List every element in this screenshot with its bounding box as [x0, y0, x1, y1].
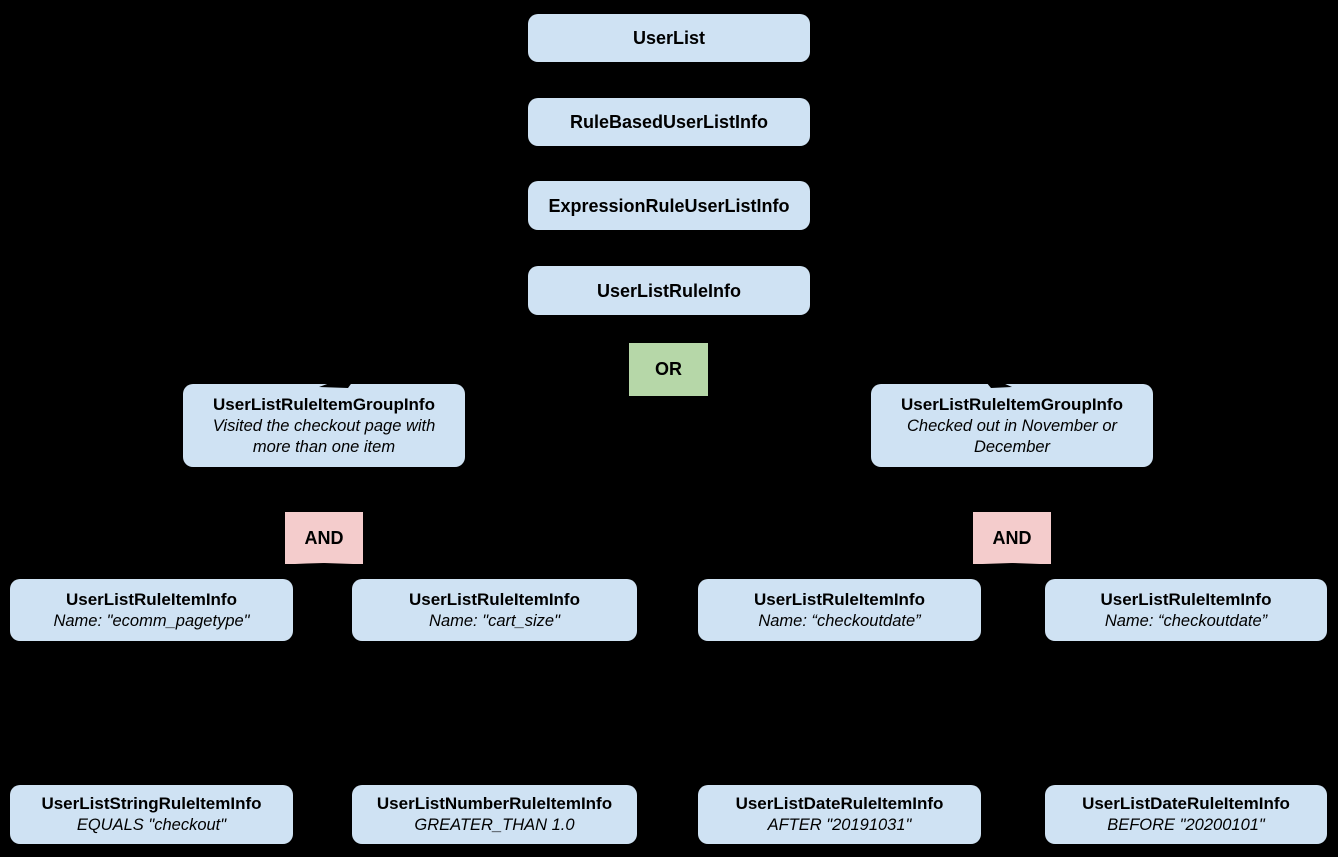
- node-ruleitemgroup-left-desc: Visited the checkout page with more than…: [212, 416, 436, 456]
- node-dateruleitem-before-desc: BEFORE "20200101": [1107, 816, 1265, 834]
- node-ruleitemgroup-left: UserListRuleItemGroupInfo Visited the ch…: [183, 384, 465, 467]
- node-stringruleitem-desc: EQUALS "checkout": [76, 816, 227, 834]
- node-dateruleitem-before-title: UserListDateRuleItemInfo: [1082, 794, 1290, 813]
- and-operator-left-label: AND: [304, 527, 344, 548]
- node-userlistruleinfo-title: UserListRuleInfo: [596, 280, 742, 301]
- node-rulebaseduserlistinfo: RuleBasedUserListInfo: [528, 98, 810, 146]
- node-dateruleitem-before: UserListDateRuleItemInfo BEFORE "2020010…: [1045, 785, 1327, 844]
- node-stringruleitem-equals-checkout: UserListStringRuleItemInfo EQUALS "check…: [10, 785, 293, 844]
- connector-or-group-left: [351, 367, 630, 379]
- node-dateruleitem-after: UserListDateRuleItemInfo AFTER "20191031…: [698, 785, 981, 844]
- node-ruleitemgroup-right-desc: Checked out in November or December: [906, 416, 1118, 456]
- node-userlist-title: UserList: [632, 28, 706, 48]
- connector-and-right-item3: [838, 563, 1013, 579]
- node-numberruleitem-desc: GREATER_THAN 1.0: [414, 816, 575, 834]
- and-operator-right: AND: [973, 512, 1051, 564]
- node-rulebaseduserlistinfo-title: RuleBasedUserListInfo: [569, 112, 769, 132]
- node-stringruleitem-title: UserListStringRuleItemInfo: [41, 794, 262, 813]
- node-expressionruleuserlistinfo-title: ExpressionRuleUserListInfo: [548, 195, 790, 216]
- node-expressionruleuserlistinfo: ExpressionRuleUserListInfo: [528, 181, 810, 230]
- connector-and-left-item2: [323, 563, 496, 579]
- node-ruleitem-checkoutdate-2-desc: Name: “checkoutdate”: [1104, 611, 1268, 630]
- node-ruleitem-ecomm-pagetype-title: UserListRuleItemInfo: [66, 589, 237, 609]
- node-userlistruleinfo: UserListRuleInfo: [528, 266, 810, 315]
- connector-and-right-item4: [1011, 563, 1187, 579]
- node-ruleitemgroup-left-title: UserListRuleItemGroupInfo: [213, 394, 435, 414]
- node-ruleitem-ecomm-pagetype-desc: Name: "ecomm_pagetype": [53, 611, 250, 630]
- node-dateruleitem-after-desc: AFTER "20191031": [767, 816, 912, 834]
- and-operator-right-label: AND: [992, 527, 1032, 548]
- connector-and-left-item1: [150, 563, 325, 579]
- node-ruleitem-checkoutdate-1: UserListRuleItemInfo Name: “checkoutdate…: [698, 579, 981, 641]
- node-userlist: UserList: [528, 14, 810, 62]
- node-ruleitem-cart-size-title: UserListRuleItemInfo: [409, 589, 580, 609]
- node-ruleitem-cart-size: UserListRuleItemInfo Name: "cart_size": [352, 579, 637, 641]
- node-ruleitem-checkoutdate-2-title: UserListRuleItemInfo: [1100, 589, 1272, 609]
- node-ruleitem-checkoutdate-1-desc: Name: “checkoutdate”: [758, 611, 921, 630]
- and-operator-left: AND: [285, 512, 363, 564]
- node-ruleitem-checkoutdate-2: UserListRuleItemInfo Name: “checkoutdate…: [1045, 579, 1327, 641]
- node-numberruleitem-greater-than: UserListNumberRuleItemInfo GREATER_THAN …: [352, 785, 637, 844]
- node-ruleitemgroup-right: UserListRuleItemGroupInfo Checked out in…: [871, 384, 1153, 467]
- or-operator-label: OR: [655, 359, 682, 379]
- or-operator: OR: [629, 343, 708, 396]
- node-ruleitem-checkoutdate-1-title: UserListRuleItemInfo: [754, 589, 925, 609]
- node-ruleitemgroup-right-title: UserListRuleItemGroupInfo: [901, 394, 1123, 414]
- node-numberruleitem-title: UserListNumberRuleItemInfo: [376, 794, 613, 813]
- node-ruleitem-cart-size-desc: Name: "cart_size": [429, 611, 560, 630]
- node-ruleitem-ecomm-pagetype: UserListRuleItemInfo Name: "ecomm_pagety…: [10, 579, 293, 641]
- connector-or-group-right: [707, 367, 987, 379]
- node-dateruleitem-after-title: UserListDateRuleItemInfo: [735, 794, 944, 813]
